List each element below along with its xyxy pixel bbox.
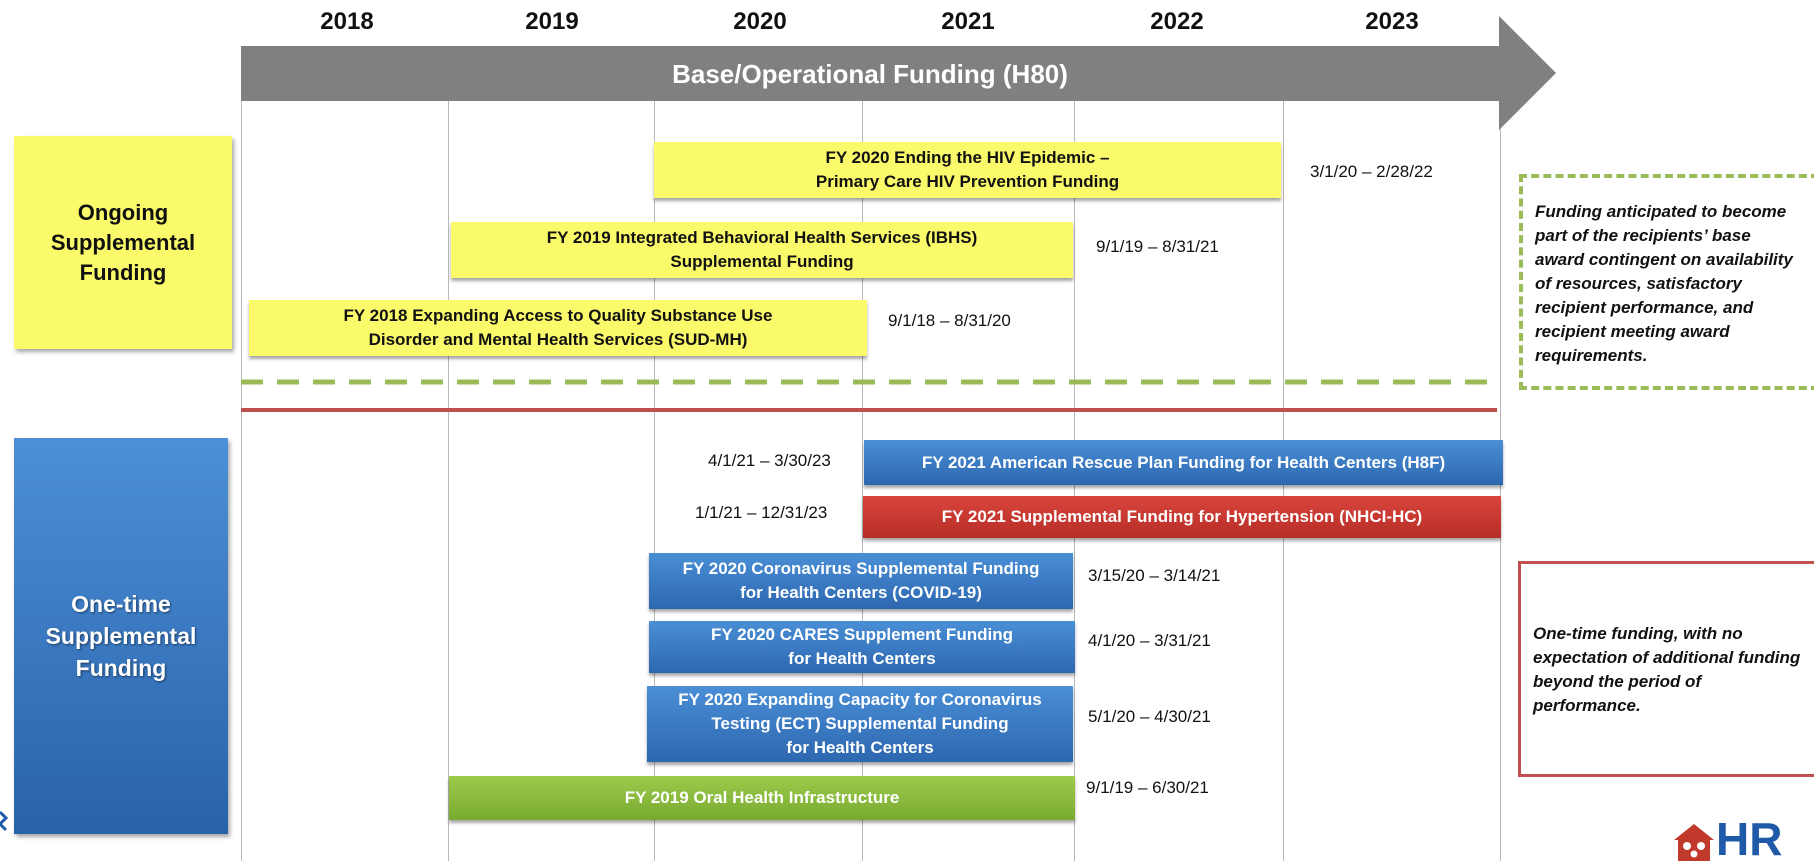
bar-text-line: FY 2021 American Rescue Plan Funding for… — [921, 452, 1446, 472]
ongoing-bar-ibhs: FY 2019 Integrated Behavioral Health Ser… — [451, 222, 1073, 278]
ongoing-note-box: Funding anticipated to become part of th… — [1519, 174, 1814, 390]
onetime-note-box: One-time funding, with no expectation of… — [1518, 561, 1814, 777]
year-label-2023: 2023 — [1365, 8, 1419, 35]
date-range-cares: 4/1/20 – 3/31/21 — [1088, 631, 1211, 650]
note-line: of resources, satisfactory — [1535, 274, 1742, 293]
onetime-bar-oral-health: FY 2019 Oral Health Infrastructure — [449, 776, 1075, 820]
ongoing-bar-sud-mh: FY 2018 Expanding Access to Quality Subs… — [249, 300, 867, 356]
onetime-category-line: Funding — [75, 655, 167, 681]
bar-text-line: Supplemental Funding — [670, 252, 854, 271]
note-line: beyond the period of — [1533, 672, 1702, 691]
bar-text-line: Testing (ECT) Supplemental Funding — [711, 714, 1009, 733]
bar-text-line: FY 2020 Coronavirus Supplemental Funding — [682, 559, 1040, 578]
base-funding-arrow-shape — [241, 16, 1556, 130]
ongoing-bar-hiv-epidemic: FY 2020 Ending the HIV Epidemic – Primary… — [654, 142, 1281, 198]
year-label-2021: 2021 — [941, 8, 995, 35]
grid-line — [862, 100, 863, 861]
bar-text-line: Primary Care HIV Prevention Funding — [815, 172, 1120, 191]
onetime-bar-covid19: FY 2020 Coronavirus Supplemental Funding… — [649, 553, 1073, 609]
base-funding-label: Base/Operational Funding (H80) — [672, 59, 1068, 89]
divider-lines — [241, 379, 1500, 412]
date-range-h8f: 4/1/21 – 3/30/23 — [708, 451, 831, 470]
date-range-covid19: 3/15/20 – 3/14/21 — [1088, 566, 1221, 585]
date-range-oral-health: 9/1/19 – 6/30/21 — [1086, 778, 1209, 797]
note-line: requirements. — [1535, 346, 1648, 365]
year-label-2020: 2020 — [733, 8, 787, 35]
onetime-category-box: One-time Supplemental Funding — [14, 438, 228, 834]
ongoing-category-line: Ongoing — [77, 199, 169, 225]
logo-text: HR — [1716, 818, 1783, 861]
bar-text-line: FY 2018 Expanding Access to Quality Subs… — [343, 306, 773, 325]
onetime-category-line: One-time — [71, 591, 171, 617]
onetime-bar-cares: FY 2020 CARES Supplement Funding for Heal… — [649, 621, 1075, 673]
hrsa-logo: HR — [1672, 818, 1814, 861]
onetime-bar-hypertension: FY 2021 Supplemental Funding for Hyperte… — [863, 496, 1501, 538]
logo-people-icon — [1674, 824, 1714, 861]
bar-text-line: Disorder and Mental Health Services (SUD… — [368, 330, 748, 349]
date-range-ect: 5/1/20 – 4/30/21 — [1088, 707, 1211, 726]
arrow-body — [241, 16, 1556, 130]
onetime-category-line: Supplemental — [45, 623, 197, 649]
onetime-bar-h8f: FY 2021 American Rescue Plan Funding for… — [864, 440, 1503, 485]
note-line: award contingent on availability — [1535, 250, 1793, 269]
bar-text-line: FY 2020 Ending the HIV Epidemic – — [825, 148, 1110, 167]
bar-text-line: FY 2021 Supplemental Funding for Hyperte… — [941, 507, 1423, 526]
bar-text-line: for Health Centers — [788, 649, 936, 668]
date-range-sud-mh: 9/1/18 – 8/31/20 — [888, 311, 1011, 330]
note-line: recipient performance, and — [1535, 298, 1754, 317]
date-range-ibhs: 9/1/19 – 8/31/21 — [1096, 237, 1219, 256]
year-label-2019: 2019 — [525, 8, 579, 35]
year-label-2022: 2022 — [1150, 8, 1204, 35]
bar-text-line: FY 2019 Integrated Behavioral Health Ser… — [546, 228, 978, 247]
bar-text-line: FY 2020 Expanding Capacity for Coronavir… — [678, 690, 1042, 709]
date-range-hypertension: 1/1/21 – 12/31/23 — [695, 503, 828, 522]
bar-text-line: for Health Centers — [786, 738, 934, 757]
bar-text-line: FY 2019 Oral Health Infrastructure — [624, 788, 900, 807]
note-line: part of the recipients’ base — [1535, 226, 1751, 245]
ongoing-category-line: Supplemental — [50, 229, 196, 255]
grid-line — [448, 100, 449, 861]
note-line: One-time funding, with no — [1533, 624, 1743, 643]
bar-text-line: for Health Centers (COVID-19) — [740, 583, 982, 602]
bar-text-line: FY 2020 CARES Supplement Funding — [711, 625, 1013, 644]
ongoing-category-line: Funding — [79, 259, 167, 285]
note-line: expectation of additional funding — [1533, 648, 1801, 667]
onetime-bar-ect: FY 2020 Expanding Capacity for Coronavir… — [647, 686, 1073, 762]
note-line: Funding anticipated to become — [1535, 202, 1787, 221]
ongoing-category-box: Ongoing Supplemental Funding — [14, 136, 232, 349]
note-line: performance. — [1533, 696, 1641, 715]
note-line: recipient meeting award — [1535, 322, 1730, 341]
grid-line — [654, 100, 655, 861]
left-logo-fragment-icon — [0, 810, 8, 832]
grid-line — [241, 100, 242, 861]
date-range-hiv-epidemic: 3/1/20 – 2/28/22 — [1310, 162, 1433, 181]
year-label-2018: 2018 — [320, 8, 374, 35]
